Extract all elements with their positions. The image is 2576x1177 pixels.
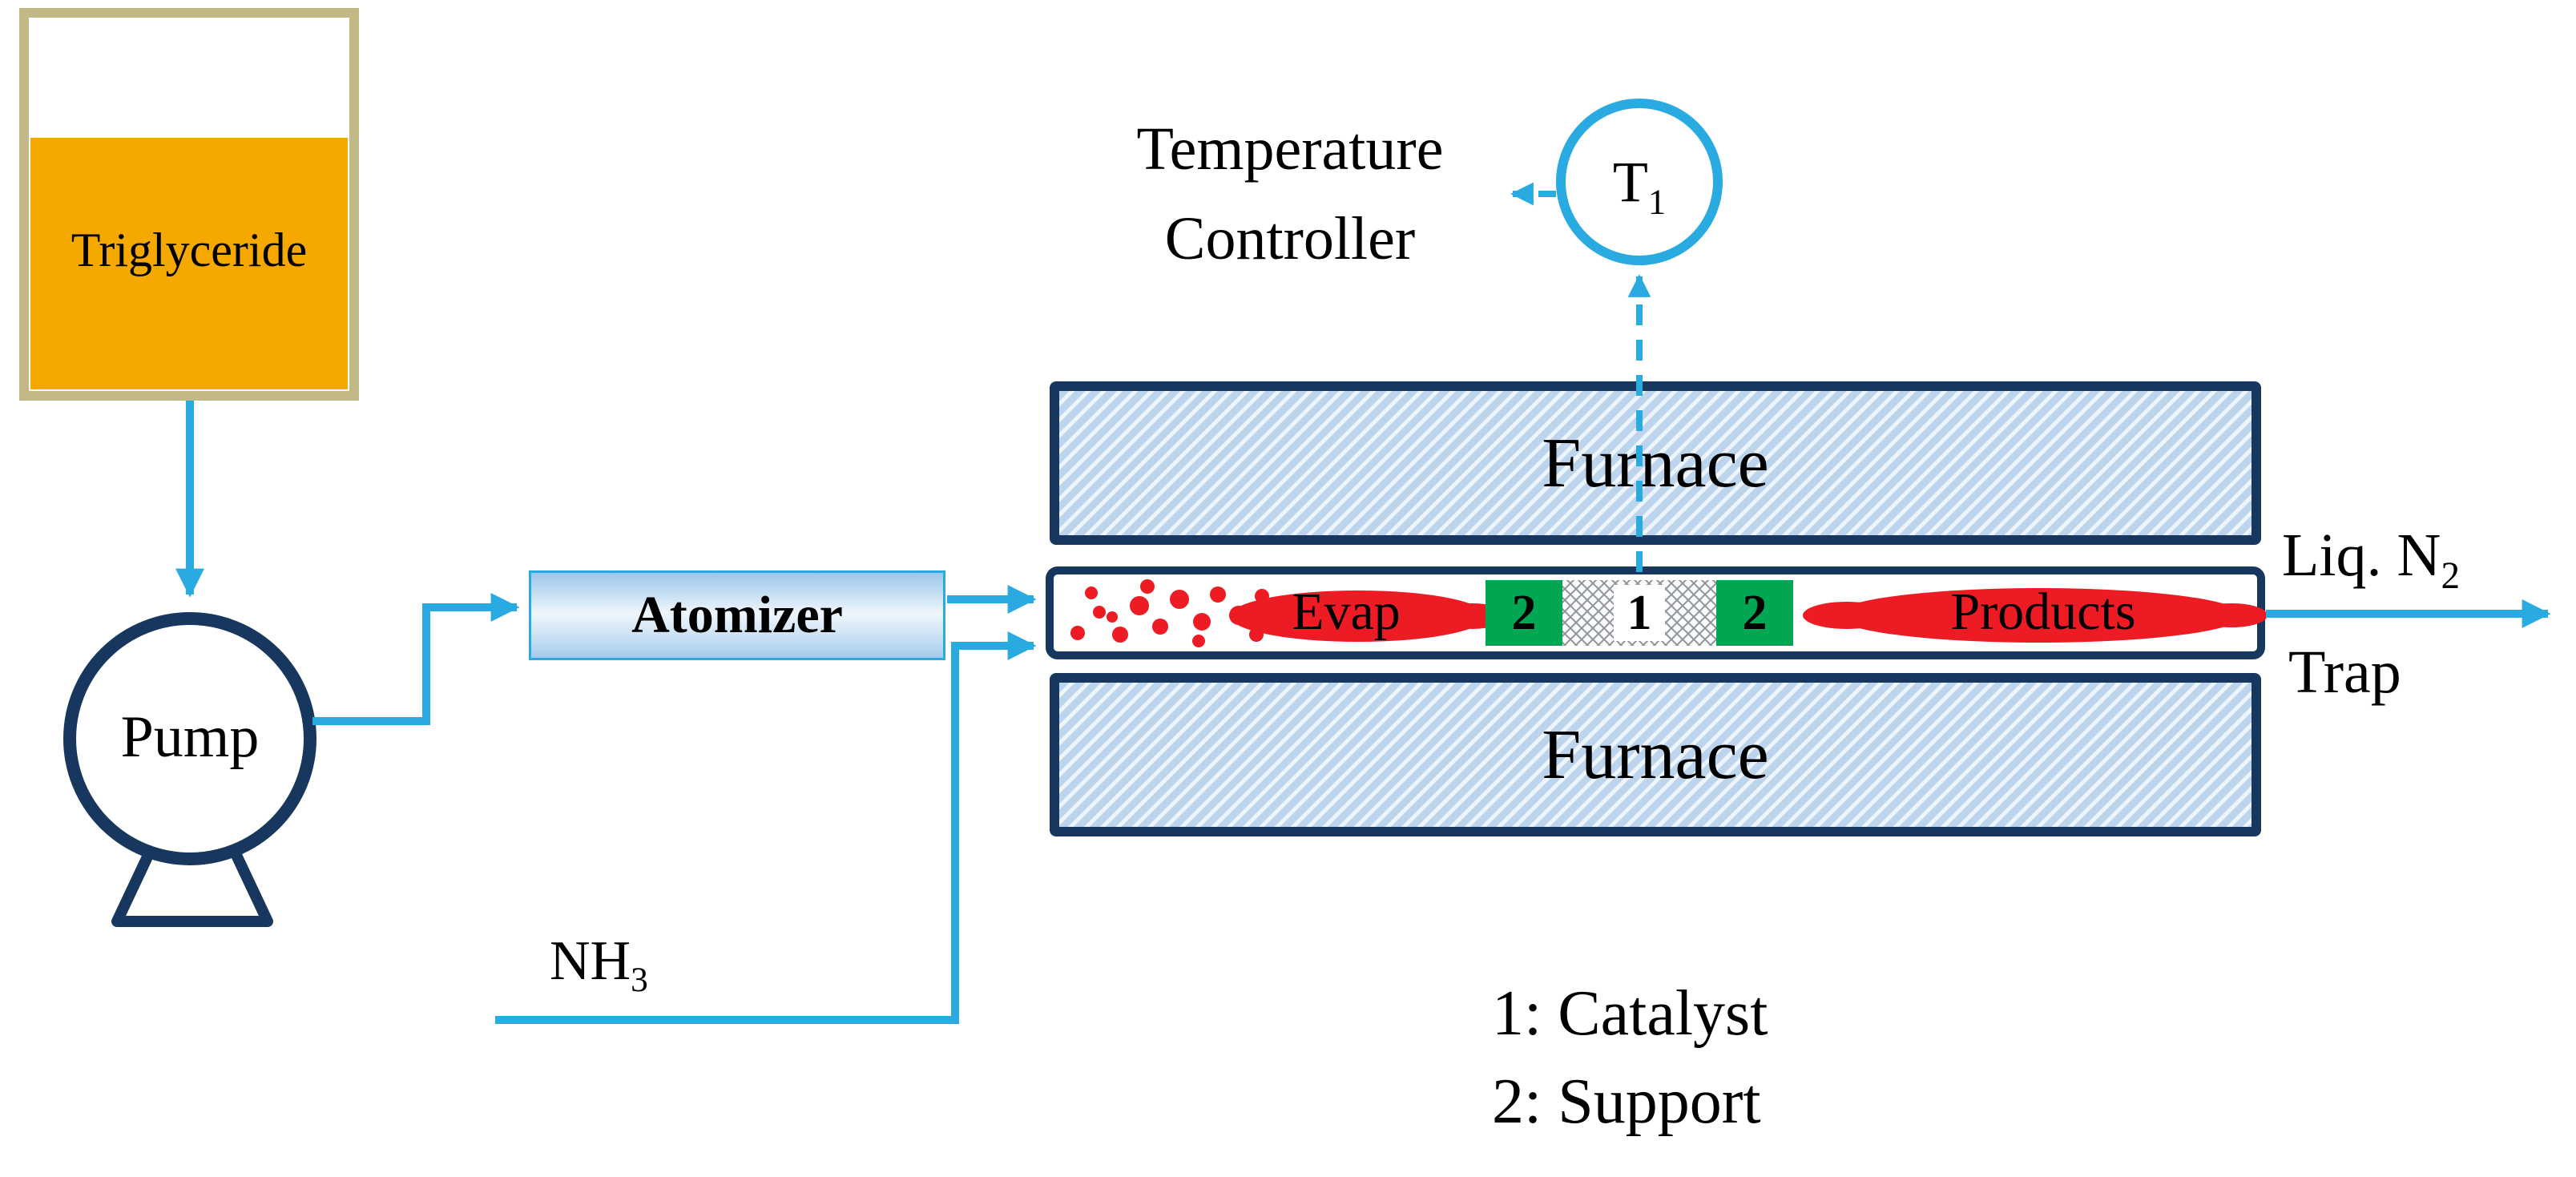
liquid-n2-base: Liq. N bbox=[2282, 522, 2441, 589]
furnace-top-label: Furnace bbox=[1542, 424, 1769, 502]
evap-label: Evap bbox=[1292, 582, 1401, 641]
nh3-label: NH3 bbox=[550, 929, 648, 1000]
catalyst-number-patch bbox=[1614, 585, 1665, 641]
t1-base: T bbox=[1612, 150, 1648, 214]
products-label: Products bbox=[1950, 582, 2136, 641]
support-bed-right bbox=[1716, 580, 1793, 646]
pump-body bbox=[63, 612, 316, 865]
atomizer-label: Atomizer bbox=[631, 586, 843, 644]
nh3-feed-line bbox=[495, 631, 1037, 1024]
nh3-base: NH bbox=[550, 930, 631, 992]
support-left-number: 2 bbox=[1511, 586, 1537, 640]
catalyst-number: 1 bbox=[1627, 586, 1652, 640]
legend-item-catalyst: 1: Catalyst bbox=[1492, 978, 1768, 1049]
triglyceride-label: Triglyceride bbox=[71, 224, 308, 276]
trap-label: Trap bbox=[2288, 639, 2401, 706]
furnace-bottom-label: Furnace bbox=[1542, 715, 1769, 794]
temperature-controller-line2: Controller bbox=[1164, 205, 1416, 272]
legend-item-support: 2: Support bbox=[1492, 1066, 1761, 1137]
legend: 1: Catalyst 2: Support bbox=[1492, 969, 1768, 1146]
products-cloud bbox=[1803, 588, 2268, 643]
triglyceride-liquid bbox=[30, 138, 348, 389]
temperature-controller-label: Temperature Controller bbox=[1074, 104, 1506, 284]
atomizer-box: Atomizer bbox=[529, 570, 945, 660]
support-bed-left bbox=[1486, 580, 1562, 646]
furnace-bottom-block: Furnace bbox=[1050, 673, 2261, 836]
pump-label: Pump bbox=[120, 704, 260, 770]
t1-label: T1 bbox=[1575, 149, 1703, 222]
nh3-subscript: 3 bbox=[631, 961, 648, 999]
furnace-top-block: Furnace bbox=[1050, 381, 2261, 545]
liquid-n2-subscript: 2 bbox=[2441, 555, 2460, 598]
support-right-number: 2 bbox=[1742, 586, 1768, 640]
pump-to-atomizer-pipe bbox=[312, 593, 520, 725]
t1-subscript: 1 bbox=[1647, 181, 1667, 222]
liquid-n2-label: Liq. N2 bbox=[2282, 521, 2460, 598]
t1-sensor-circle bbox=[1556, 99, 1723, 265]
temperature-controller-line1: Temperature bbox=[1136, 115, 1444, 183]
